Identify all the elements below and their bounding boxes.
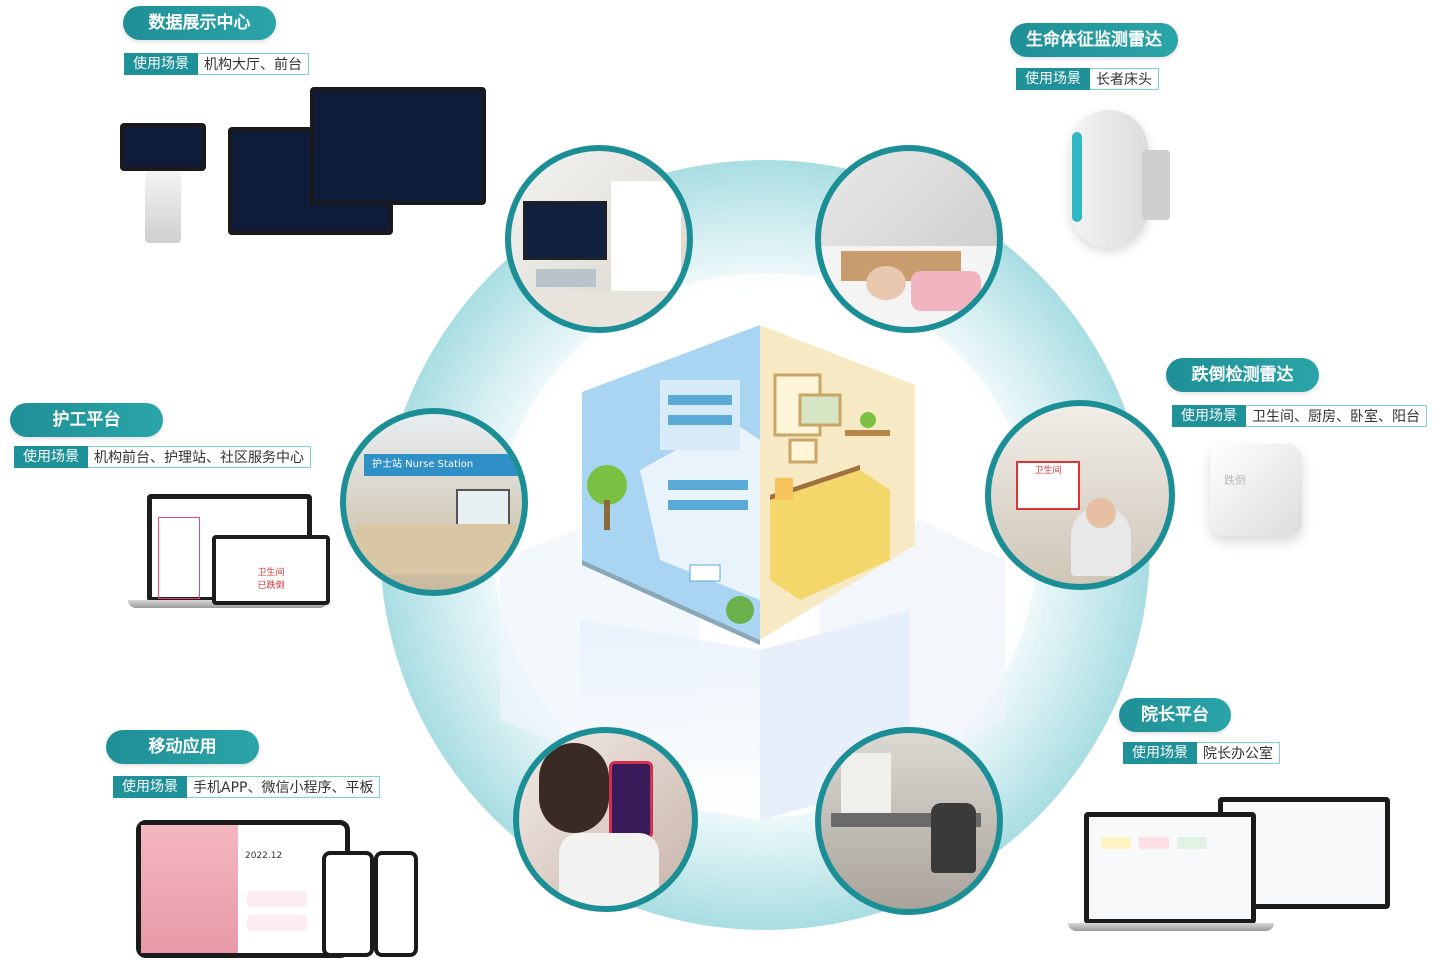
vital-radar-title: 生命体征监测雷达	[1010, 23, 1178, 57]
care-platform-title: 护工平台	[10, 403, 163, 437]
bedroom-photo	[815, 145, 1003, 333]
scene-tag: 使用场景	[1016, 68, 1090, 90]
care-alert-location: 卫生间	[257, 568, 285, 578]
mobile-usage-photo	[513, 727, 698, 912]
mobile-phone-left	[322, 851, 374, 957]
scene-tag: 使用场景	[14, 446, 88, 468]
scene-value: 长者床头	[1090, 68, 1159, 90]
mobile-app-scene: 使用场景 手机APP、微信小程序、平板	[113, 776, 381, 798]
scene-tag: 使用场景	[1123, 742, 1197, 764]
director-laptop-screen	[1084, 812, 1256, 924]
mobile-tablet: 2022.12	[136, 820, 350, 958]
fall-detection-photo: 卫生间	[985, 400, 1175, 590]
vital-radar-device	[1070, 110, 1148, 248]
scene-value: 机构大厅、前台	[198, 53, 309, 75]
care-platform-scene: 使用场景 机构前台、护理站、社区服务中心	[14, 446, 311, 468]
radar-mount-bracket	[1142, 150, 1170, 220]
scene-tag: 使用场景	[113, 776, 187, 798]
tablet-date: 2022.12	[245, 851, 283, 861]
kiosk-stand	[145, 171, 181, 243]
director-platform-scene: 使用场景 院长办公室	[1123, 742, 1280, 764]
data-center-scene: 使用场景 机构大厅、前台	[124, 53, 309, 75]
data-center-title: 数据展示中心	[123, 6, 276, 40]
nurse-station-sign: 护士站 Nurse Station	[364, 454, 522, 476]
lobby-photo	[505, 145, 693, 333]
fall-alert-screen-text: 卫生间	[1034, 466, 1062, 476]
care-tablet-screen: 卫生间 已跌倒	[212, 535, 330, 605]
scene-tag: 使用场景	[1172, 405, 1246, 427]
nurse-station-photo: 护士站 Nurse Station	[340, 408, 528, 596]
mobile-phone-right	[374, 851, 418, 957]
care-alert-status: 已跌倒	[257, 581, 285, 591]
office-photo	[815, 727, 1003, 915]
fall-radar-scene: 使用场景 卫生间、厨房、卧室、阳台	[1172, 405, 1427, 427]
scene-value: 院长办公室	[1197, 742, 1280, 764]
fall-radar-device: 跌倒	[1210, 444, 1302, 536]
mobile-app-title: 移动应用	[106, 730, 259, 764]
scene-value: 手机APP、微信小程序、平板	[187, 776, 381, 798]
fall-radar-title: 跌倒检测雷达	[1166, 358, 1319, 392]
scene-value: 卫生间、厨房、卧室、阳台	[1246, 405, 1427, 427]
director-laptop-base	[1068, 923, 1274, 931]
director-platform-title: 院长平台	[1119, 698, 1231, 732]
vital-radar-scene: 使用场景 长者床头	[1016, 68, 1159, 90]
fall-device-logo: 跌倒	[1224, 474, 1246, 487]
kiosk-screen	[120, 123, 206, 171]
scene-tag: 使用场景	[124, 53, 198, 75]
scene-value: 机构前台、护理站、社区服务中心	[88, 446, 311, 468]
dashboard-screen-front	[310, 87, 486, 205]
